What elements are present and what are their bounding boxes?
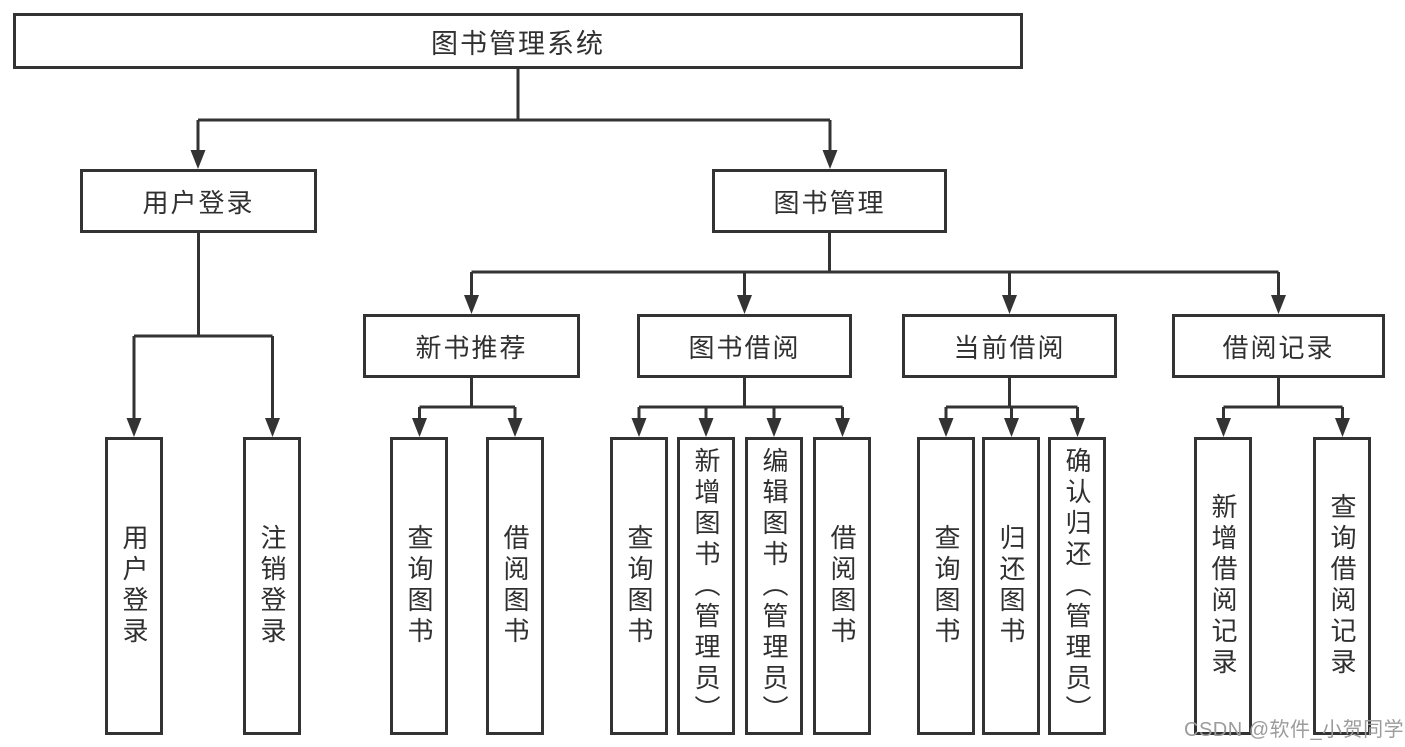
node-current-borrow-label: 当前借阅 (953, 332, 1066, 363)
leaf-confirm-return-admin-label: 确认归还（管理员） (1062, 446, 1092, 726)
leaf-borrow-book-label: 借阅图书 (827, 524, 857, 648)
leaf-borrow-book: 借阅图书 (813, 437, 871, 735)
leaf-return-book: 归还图书 (982, 437, 1040, 735)
leaf-query-book-current-label: 查询图书 (931, 524, 961, 648)
leaf-add-borrow-record: 新增借阅记录 (1194, 437, 1252, 735)
node-user-login-label: 用户登录 (142, 187, 255, 218)
node-borrow-records: 借阅记录 (1172, 314, 1385, 378)
node-book-borrow: 图书借阅 (637, 314, 852, 378)
leaf-query-book-current: 查询图书 (917, 437, 975, 735)
node-new-book-recommend-label: 新书推荐 (415, 332, 528, 363)
leaf-query-borrow-record: 查询借阅记录 (1313, 437, 1371, 735)
leaf-add-book-admin: 新增图书（管理员） (677, 437, 735, 735)
node-root: 图书管理系统 (13, 13, 1023, 69)
leaf-logout: 注销登录 (243, 437, 301, 735)
leaf-query-borrow-record-label: 查询借阅记录 (1327, 493, 1357, 679)
leaf-borrow-book-recommend: 借阅图书 (486, 437, 544, 735)
node-book-management-label: 图书管理 (773, 187, 886, 218)
leaf-query-book-borrow-label: 查询图书 (624, 524, 654, 648)
leaf-query-book-recommend: 查询图书 (390, 437, 448, 735)
leaf-borrow-book-recommend-label: 借阅图书 (500, 524, 530, 648)
leaf-query-book-recommend-label: 查询图书 (404, 524, 434, 648)
leaf-edit-book-admin: 编辑图书（管理员） (745, 437, 803, 735)
node-root-label: 图书管理系统 (431, 28, 605, 59)
csdn-watermark: CSDN @软件_小贺同学 (1184, 719, 1405, 741)
leaf-query-book-borrow: 查询图书 (610, 437, 668, 735)
node-book-borrow-label: 图书借阅 (688, 332, 801, 363)
node-current-borrow: 当前借阅 (902, 314, 1117, 378)
leaf-edit-book-admin-label: 编辑图书（管理员） (759, 446, 789, 726)
leaf-add-borrow-record-label: 新增借阅记录 (1208, 493, 1238, 679)
leaf-logout-label: 注销登录 (257, 524, 287, 648)
node-user-login: 用户登录 (80, 169, 317, 233)
leaf-confirm-return-admin: 确认归还（管理员） (1048, 437, 1106, 735)
node-book-management: 图书管理 (712, 169, 947, 233)
leaf-add-book-admin-label: 新增图书（管理员） (691, 446, 721, 726)
leaf-user-login-label: 用户登录 (119, 524, 149, 648)
leaf-user-login: 用户登录 (105, 437, 163, 735)
node-borrow-records-label: 借阅记录 (1222, 332, 1335, 363)
node-new-book-recommend: 新书推荐 (363, 314, 580, 378)
leaf-return-book-label: 归还图书 (996, 524, 1026, 648)
